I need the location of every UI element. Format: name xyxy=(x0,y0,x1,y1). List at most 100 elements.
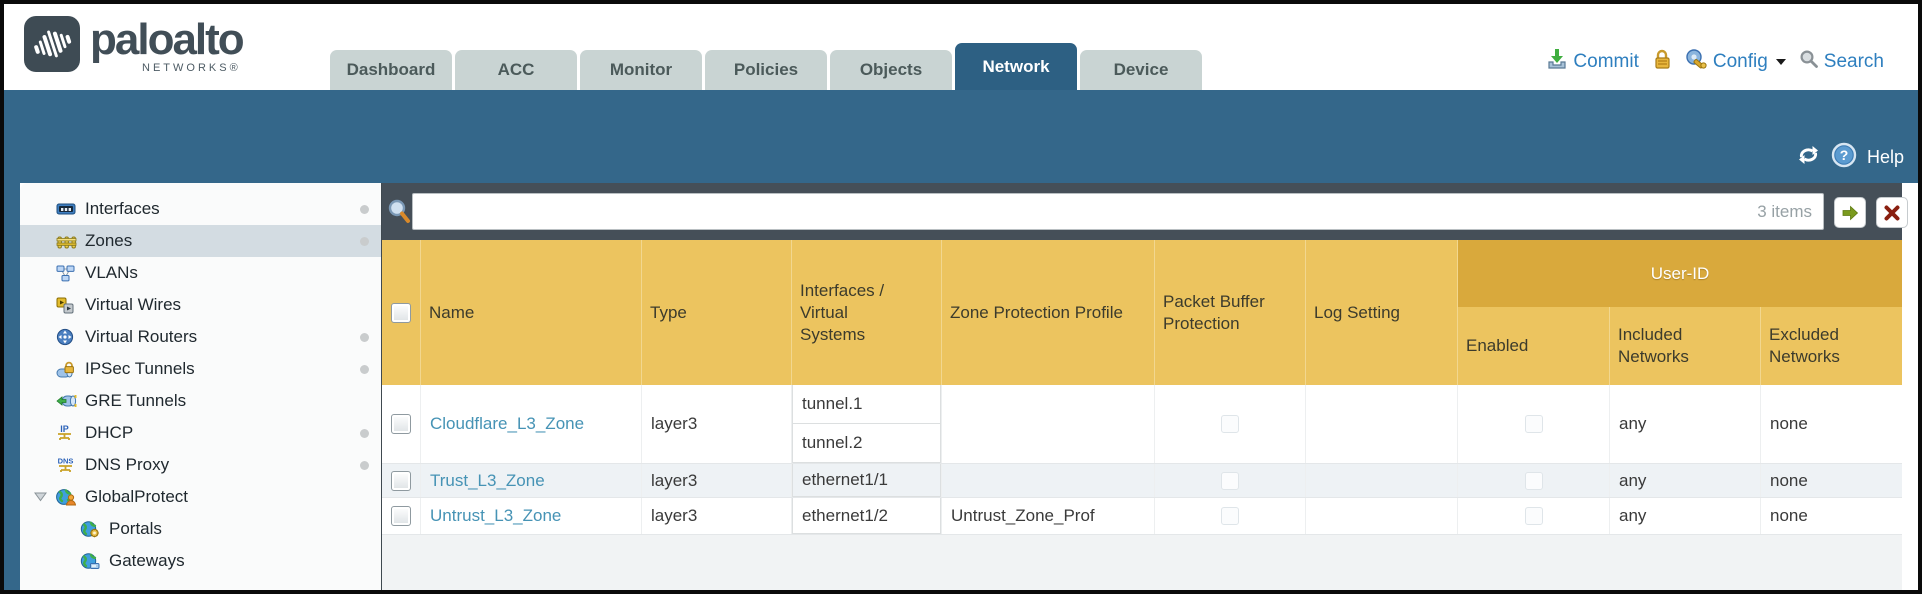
config-menu-button[interactable]: Config xyxy=(1685,48,1786,76)
column-header-excluded-networks[interactable]: Excluded Networks xyxy=(1769,325,1840,366)
nav-tab-monitor[interactable]: Monitor xyxy=(580,50,702,90)
nav-tab-network[interactable]: Network xyxy=(955,43,1077,90)
sidebar-item-portals[interactable]: Portals xyxy=(20,513,381,545)
nav-tab-policies[interactable]: Policies xyxy=(705,50,827,90)
row-checkbox[interactable] xyxy=(391,470,411,491)
sidebar-item-zones[interactable]: Zones xyxy=(20,225,381,257)
column-header-name[interactable]: Name xyxy=(421,240,642,385)
search-button[interactable]: Search xyxy=(1799,49,1884,75)
zone-protection-profile-cell xyxy=(942,464,1155,497)
nav-tab-objects[interactable]: Objects xyxy=(830,50,952,90)
dns-proxy-icon: DNS xyxy=(56,456,80,474)
arrow-right-icon xyxy=(1842,205,1859,220)
zone-name-link[interactable]: Untrust_L3_Zone xyxy=(430,506,562,525)
select-all-checkbox[interactable] xyxy=(391,302,411,323)
zone-name-cell: Cloudflare_L3_Zone xyxy=(421,385,642,463)
zone-protection-profile-cell xyxy=(942,385,1155,463)
interface-entry: tunnel.1 xyxy=(792,385,941,424)
interfaces-cell: ethernet1/1 xyxy=(792,464,942,497)
zone-name-cell: Untrust_L3_Zone xyxy=(421,498,642,534)
log-setting-cell xyxy=(1306,385,1458,463)
refresh-icon[interactable] xyxy=(1796,144,1821,171)
packet-buffer-protection-checkbox[interactable] xyxy=(1221,471,1239,490)
user-id-enabled-cell xyxy=(1458,464,1610,497)
interface-entry: ethernet1/1 xyxy=(792,464,941,497)
help-label[interactable]: Help xyxy=(1866,147,1904,167)
zones-table-header: Name Type Interfaces / Virtual Systems Z… xyxy=(382,240,1902,385)
close-icon xyxy=(1884,205,1900,220)
commit-button[interactable]: Commit xyxy=(1546,48,1639,76)
sidebar-item-globalprotect[interactable]: GlobalProtect xyxy=(20,481,381,513)
sidebar-item-interfaces[interactable]: Interfaces xyxy=(20,193,381,225)
sidebar-item-virtual-wires[interactable]: Virtual Wires xyxy=(20,289,381,321)
interfaces-icon xyxy=(56,200,80,218)
packet-buffer-protection-cell xyxy=(1155,385,1306,463)
config-icon xyxy=(1685,48,1708,76)
item-dot xyxy=(360,461,369,470)
zone-type-cell: layer3 xyxy=(642,385,792,463)
interface-entry: ethernet1/2 xyxy=(792,498,941,534)
column-header-type[interactable]: Type xyxy=(642,240,792,385)
zone-name-cell: Trust_L3_Zone xyxy=(421,464,642,497)
user-id-enabled-checkbox[interactable] xyxy=(1524,415,1543,433)
svg-text:IP: IP xyxy=(60,424,69,434)
row-checkbox[interactable] xyxy=(391,506,411,526)
packet-buffer-protection-cell xyxy=(1155,464,1306,497)
sidebar-item-virtual-routers[interactable]: Virtual Routers xyxy=(20,321,381,353)
row-select-cell xyxy=(382,385,421,463)
clear-filter-button[interactable] xyxy=(1876,197,1908,228)
user-id-enabled-checkbox[interactable] xyxy=(1524,471,1543,490)
column-header-zone-protection-profile[interactable]: Zone Protection Profile xyxy=(942,240,1155,385)
column-header-interfaces[interactable]: Interfaces / Virtual Systems xyxy=(792,240,942,385)
column-header-log-setting[interactable]: Log Setting xyxy=(1306,240,1458,385)
nav-tab-device[interactable]: Device xyxy=(1080,50,1202,90)
search-icon xyxy=(1799,49,1819,75)
user-id-enabled-checkbox[interactable] xyxy=(1524,507,1543,525)
excluded-networks-cell: none xyxy=(1770,506,1808,525)
packet-buffer-protection-checkbox[interactable] xyxy=(1221,415,1239,433)
column-header-packet-buffer-protection[interactable]: Packet Buffer Protection xyxy=(1155,240,1306,385)
zone-type-cell: layer3 xyxy=(642,464,792,497)
sidebar-item-dns-proxy[interactable]: DNS DNS Proxy xyxy=(20,449,381,481)
nav-tab-dashboard[interactable]: Dashboard xyxy=(330,50,452,90)
item-dot xyxy=(360,333,369,342)
column-header-enabled[interactable]: Enabled xyxy=(1458,307,1610,385)
zone-name-link[interactable]: Cloudflare_L3_Zone xyxy=(430,414,585,433)
column-header-included-networks[interactable]: Included Networks xyxy=(1610,307,1761,385)
lock-icon[interactable] xyxy=(1652,48,1672,76)
gre-tunnels-icon xyxy=(56,392,80,410)
commit-icon xyxy=(1546,48,1568,76)
log-setting-cell xyxy=(1306,498,1458,534)
sidebar-item-gateways[interactable]: Gateways xyxy=(20,545,381,577)
header-actions: Commit Con xyxy=(1546,48,1884,76)
apply-filter-button[interactable] xyxy=(1834,197,1866,228)
nav-tab-acc[interactable]: ACC xyxy=(455,50,577,90)
excluded-networks-cell: none xyxy=(1770,470,1808,490)
expander-triangle-icon[interactable] xyxy=(34,492,56,502)
svg-text:DNS: DNS xyxy=(58,457,74,466)
svg-text:?: ? xyxy=(1840,147,1849,163)
zones-icon xyxy=(56,232,80,250)
item-dot xyxy=(360,365,369,374)
portals-icon xyxy=(80,520,104,538)
main-content: 3 items Name Type Interfaces / Virtual S… xyxy=(382,183,1908,590)
row-select-cell xyxy=(382,498,421,534)
help-icon[interactable]: ? xyxy=(1831,142,1857,173)
sidebar-item-vlans[interactable]: VLANs xyxy=(20,257,381,289)
packet-buffer-protection-checkbox[interactable] xyxy=(1221,507,1239,525)
sidebar-item-dhcp[interactable]: IP DHCP xyxy=(20,417,381,449)
zone-name-link[interactable]: Trust_L3_Zone xyxy=(430,470,545,490)
item-dot xyxy=(360,237,369,246)
row-checkbox[interactable] xyxy=(391,414,411,434)
filter-input[interactable] xyxy=(412,193,1824,230)
zone-protection-profile-cell: Untrust_Zone_Prof xyxy=(942,498,1155,534)
sidebar-item-ipsec-tunnels[interactable]: IPSec Tunnels xyxy=(20,353,381,385)
sidebar-item-gre-tunnels[interactable]: GRE Tunnels xyxy=(20,385,381,417)
filter-search-icon xyxy=(387,198,411,229)
